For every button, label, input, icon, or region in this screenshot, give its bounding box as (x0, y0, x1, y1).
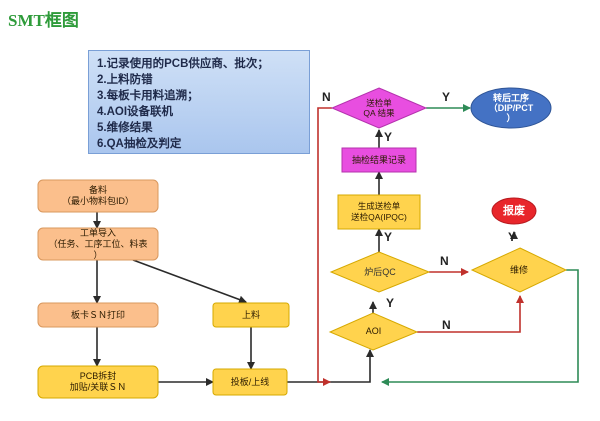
node-aoi (328, 312, 419, 351)
node-prep (37, 179, 159, 213)
node-scrap (491, 197, 537, 225)
requirement-item: 3.每板卡用料追溯； (97, 90, 199, 102)
node-work-order (37, 227, 159, 261)
edge-workorder-to-loading (132, 259, 247, 304)
node-loading (212, 302, 290, 328)
requirement-item: 4.AOI设备联机 (97, 106, 174, 118)
node-record-result (341, 147, 417, 173)
edge-label-qa-yes: Y (442, 90, 451, 104)
node-generate-send (337, 194, 421, 230)
page-title: SMT框图 (8, 11, 79, 30)
requirement-item: 2.上料防错 (97, 74, 153, 86)
requirement-item: 1.记录使用的PCB供应商、批次； (97, 58, 269, 70)
requirement-item: 6.QA抽检及判定 (97, 138, 182, 150)
edge-label-repair-yes: Y (508, 230, 517, 244)
edge-label-qa-no: N (322, 90, 331, 104)
node-repair (470, 247, 568, 293)
edge-label-aoi-no: N (442, 318, 451, 332)
requirements-panel: 1.记录使用的PCB供应商、批次； 2.上料防错 3.每板卡用料追溯； 4.AO… (88, 50, 310, 154)
node-next-process (470, 87, 552, 129)
edge-repair-return (381, 269, 579, 386)
edge-label-qc-yes: Y (384, 230, 393, 244)
requirement-item: 5.维修结果 (97, 122, 153, 134)
node-pcb-unpack (37, 365, 159, 399)
node-post-oven-qc (329, 251, 431, 293)
edge-aoi-no-to-repair (417, 295, 524, 333)
edge-label-aoi-yes: Y (386, 296, 395, 310)
edge-label-record-yes: Y (384, 130, 393, 144)
edge-boardfeed-to-aoi (287, 349, 374, 383)
node-board-feed (212, 368, 288, 396)
edge-label-qc-no: N (440, 254, 449, 268)
edge-qa-no-return (317, 107, 332, 386)
node-sn-print (37, 302, 159, 328)
node-qa-decision (330, 87, 428, 129)
